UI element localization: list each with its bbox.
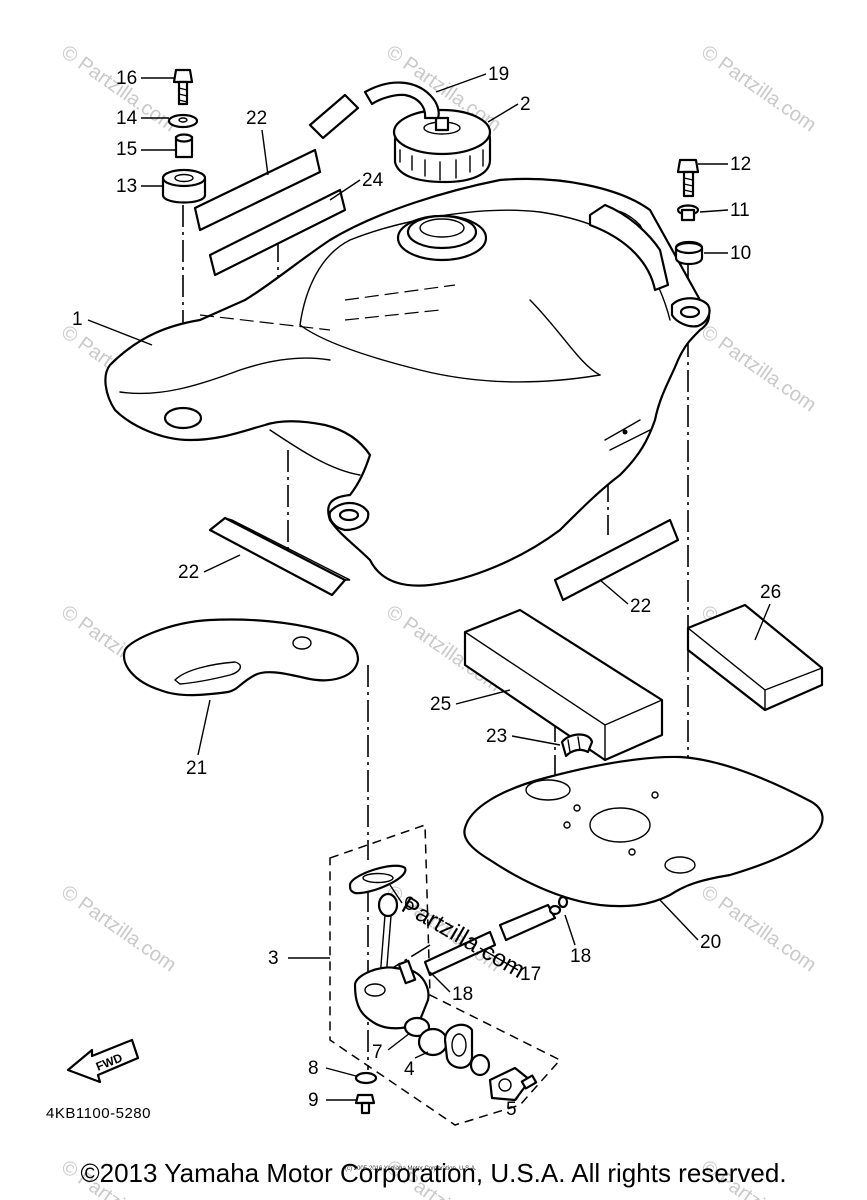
breather-hose [308,81,440,140]
callout-25: 25 [430,694,451,715]
fwd-arrow: FWD [66,1038,140,1084]
callout-13: 13 [116,176,137,197]
watermark: © Partzilla.com [697,41,820,136]
protector-plate [122,618,360,697]
mount-hardware [354,1071,378,1115]
callouts: 16 14 15 13 22 24 19 2 12 11 10 1 22 22 … [72,64,781,1120]
callout-7: 7 [372,1042,383,1063]
callout-15: 15 [116,139,137,160]
callout-17: 17 [520,964,541,985]
fuel-cap [392,108,492,184]
callout-18: 18 [570,946,591,967]
callout-3: 3 [268,948,279,969]
callout-14: 14 [116,108,138,129]
fuel-tank [104,177,711,587]
damper-pads [193,148,824,762]
copyright-notice: ©2013 Yamaha Motor Corporation, U.S.A. A… [80,1158,787,1188]
callout-16: 16 [116,68,137,89]
callout-18: 18 [452,984,473,1005]
callout-2: 2 [520,94,531,115]
diagram-code: 4KB1100-5280 [46,1105,151,1122]
small-copyright: (c) 2005-2016 Yamaha Motor Corporation, … [345,1166,477,1172]
callout-20: 20 [700,932,721,953]
callout-11: 11 [730,200,750,221]
fuel-hose [423,895,569,977]
callout-9: 9 [308,1090,319,1111]
watermark: © Partzilla.com [57,881,180,976]
callout-5: 5 [506,1099,517,1120]
watermark: © Partzilla.com [697,881,820,976]
callout-1: 1 [72,309,83,330]
callout-22: 22 [246,108,267,129]
right-mount-stack [674,158,704,266]
callout-21: 21 [186,758,207,779]
callout-6: 6 [404,894,415,915]
left-mount-stack [161,68,207,204]
callout-22: 22 [630,596,651,617]
callout-23: 23 [486,726,507,747]
watermark: © Partzilla.com [697,321,820,416]
callout-4: 4 [404,1059,415,1080]
callout-26: 26 [760,582,781,603]
callout-8: 8 [308,1058,319,1079]
callout-12: 12 [730,154,751,175]
callout-10: 10 [730,243,751,264]
clip [560,733,594,758]
bottom-plate [463,755,824,908]
callout-19: 19 [488,64,509,85]
callout-22: 22 [178,562,199,583]
callout-24: 24 [362,170,384,191]
